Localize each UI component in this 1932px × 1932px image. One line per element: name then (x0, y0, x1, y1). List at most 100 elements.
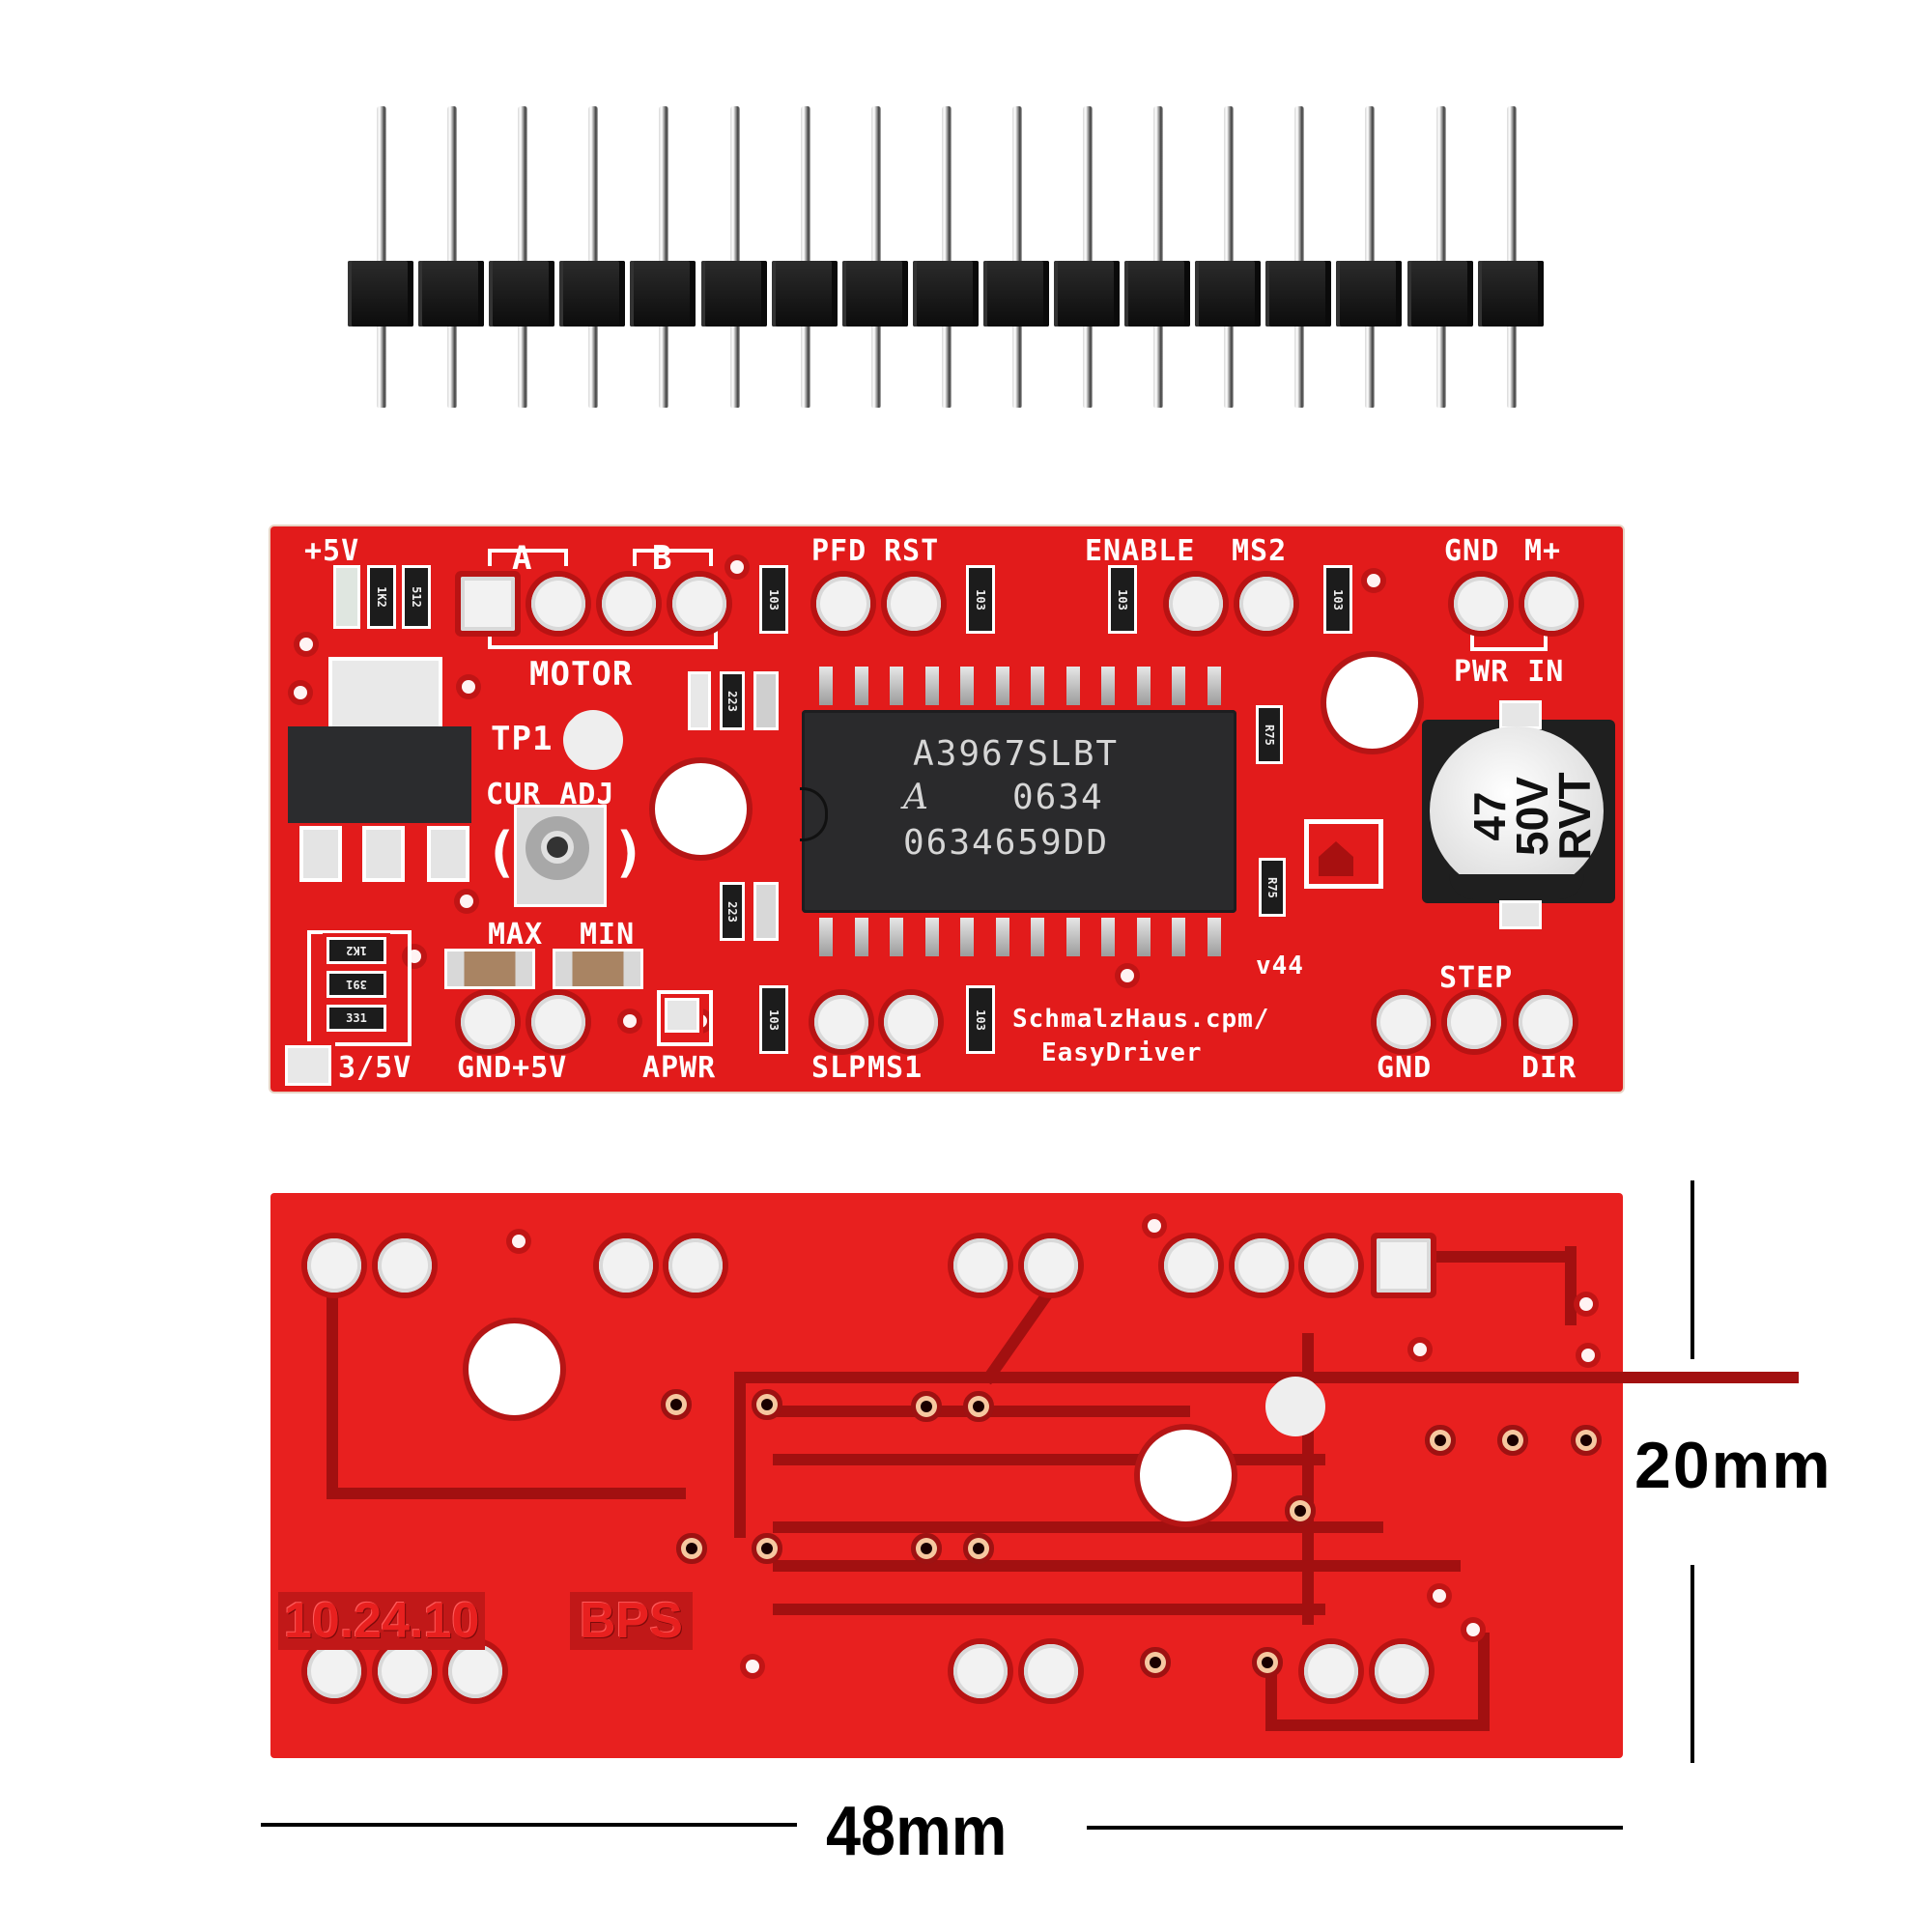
via-dark (973, 1401, 984, 1412)
trace (773, 1521, 1383, 1533)
via (623, 1014, 637, 1028)
pad-motor-b2[interactable] (672, 577, 726, 631)
pad-bottom[interactable] (1024, 1238, 1078, 1293)
header-pin (800, 106, 810, 408)
potentiometer-screw-icon (547, 837, 568, 858)
pad-bottom-square[interactable] (1377, 1238, 1431, 1293)
via (1148, 1219, 1161, 1233)
apwr-jumper-frame (657, 990, 713, 1046)
pad-motor-a1[interactable] (461, 577, 515, 631)
via (746, 1660, 759, 1673)
pad-gnd[interactable] (461, 995, 515, 1049)
pad-ms2[interactable] (1239, 577, 1293, 631)
capacitor-value: 47 (1464, 791, 1515, 841)
capacitor-pad (1499, 700, 1542, 729)
pad-bottom[interactable] (1235, 1238, 1289, 1293)
pad-bottom[interactable] (1164, 1238, 1218, 1293)
header-pin-housing (1265, 261, 1332, 327)
chip-leg (890, 667, 903, 705)
header-pin (659, 106, 669, 408)
width-dimension-line-left (261, 1823, 797, 1827)
label-version: v44 (1256, 952, 1304, 980)
pad-dir[interactable] (1519, 995, 1573, 1049)
pad-bottom[interactable] (307, 1238, 361, 1293)
header-pin-housing (841, 261, 908, 327)
pad-bottom[interactable] (307, 1644, 361, 1698)
via-dark (761, 1543, 773, 1554)
via (462, 680, 475, 694)
via (1121, 969, 1134, 982)
apwr-jumper[interactable] (661, 994, 703, 1037)
motor-b-bracket (633, 549, 713, 566)
pad-bottom[interactable] (1024, 1644, 1078, 1698)
date-code: 10.24.10 (278, 1592, 486, 1650)
chip-leg (1065, 667, 1080, 705)
label-url-line1: SchmalzHaus.cpm/ (1012, 1005, 1270, 1034)
via-dark (761, 1399, 773, 1410)
resistor-1k2: 1K2 (363, 561, 400, 633)
trace (734, 1372, 1799, 1383)
pad-tp1-bottom[interactable] (1265, 1377, 1325, 1436)
label-pwr-in: PWR IN (1454, 655, 1565, 689)
pad-motor-b1[interactable] (602, 577, 656, 631)
pad-tp1[interactable] (563, 710, 623, 770)
trace (773, 1560, 1461, 1572)
chip-leg (1207, 918, 1221, 956)
pad-bottom[interactable] (953, 1644, 1008, 1698)
pad-step[interactable] (1447, 995, 1501, 1049)
width-dimension-label: 48mm (826, 1793, 1008, 1870)
pad-bottom[interactable] (378, 1238, 432, 1293)
pad-bottom[interactable] (953, 1238, 1008, 1293)
header-pin (588, 106, 599, 408)
chip-leg (1101, 667, 1115, 705)
chip-leg (1136, 918, 1151, 956)
pad-gnd-step[interactable] (1377, 995, 1431, 1049)
pad-ms1[interactable] (884, 995, 938, 1049)
header-pin-housing (348, 261, 413, 327)
chip-leg (1031, 918, 1044, 956)
regulator-leg (427, 826, 469, 882)
pad-rst[interactable] (887, 577, 941, 631)
pad-bottom[interactable] (668, 1238, 723, 1293)
pad-pfd[interactable] (816, 577, 870, 631)
pad-bottom[interactable] (448, 1644, 502, 1698)
pad-bottom[interactable] (1375, 1644, 1429, 1698)
via-dark (686, 1543, 697, 1554)
voltage-regulator (288, 726, 471, 823)
chip-part-number: A3967SLBT (913, 734, 1120, 774)
via (1367, 574, 1380, 587)
regulator-leg (362, 826, 405, 882)
label-min: MIN (580, 918, 636, 952)
header-pin-housing (1195, 261, 1262, 327)
pad-bottom[interactable] (378, 1644, 432, 1698)
pad-pwr-gnd[interactable] (1454, 577, 1508, 631)
trace (1565, 1246, 1577, 1325)
pad-bottom[interactable] (1304, 1238, 1358, 1293)
header-pin (447, 106, 458, 408)
via (1433, 1589, 1446, 1603)
pad-bottom[interactable] (1304, 1644, 1358, 1698)
pad-pwr-m-plus[interactable] (1524, 577, 1578, 631)
led-small (684, 668, 715, 734)
label-apwr: APWR (642, 1051, 717, 1085)
trace (734, 1372, 746, 1538)
trace (773, 1604, 1325, 1615)
capacitor-smd (750, 878, 782, 945)
via-dark (921, 1401, 932, 1412)
jumper-3-5v[interactable] (281, 1041, 335, 1090)
pad-enable[interactable] (1169, 577, 1223, 631)
chip-leg (924, 667, 939, 705)
pad-bottom[interactable] (599, 1238, 653, 1293)
pad-motor-a2[interactable] (531, 577, 585, 631)
chip-leg (854, 667, 868, 705)
label-slp: SLP (811, 1051, 867, 1085)
header-pin-housing (912, 261, 979, 327)
pad-slp[interactable] (814, 995, 868, 1049)
pad-plus5v[interactable] (531, 995, 585, 1049)
capacitor-stripe (1449, 874, 1584, 899)
pwr-in-bracket (1470, 618, 1548, 651)
trace (773, 1454, 1325, 1465)
label-motor: MOTOR (529, 655, 634, 694)
header-pin (518, 106, 528, 408)
label-plus5v: +5V (304, 534, 360, 568)
